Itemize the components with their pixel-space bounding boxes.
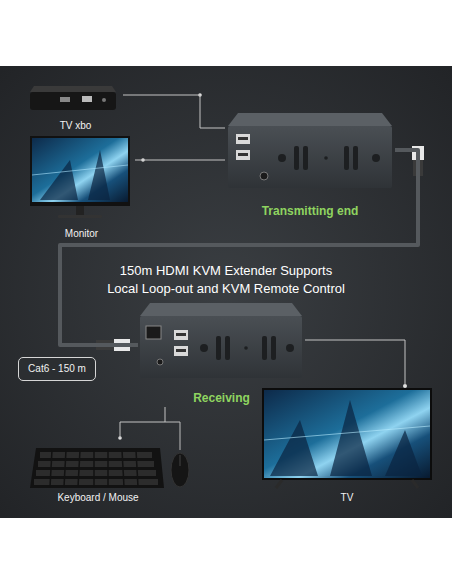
node-label: Receiving — [193, 391, 250, 407]
leader-line — [120, 407, 165, 438]
device-node: TV xbo — [28, 78, 123, 134]
leader-line — [165, 422, 180, 423]
device-node: Keyboard / Mouse — [28, 438, 168, 506]
leader-line — [180, 422, 181, 450]
device-node: Transmitting end — [225, 108, 395, 220]
leader-line — [305, 340, 405, 384]
device-node: Monitor — [28, 134, 135, 242]
background-panel — [0, 66, 452, 518]
network-cable — [60, 150, 418, 345]
node-label: TV — [341, 492, 354, 506]
tv-box-device — [30, 86, 116, 110]
leader-line — [135, 160, 225, 161]
receiver-device — [140, 303, 302, 378]
node-label: Transmitting end — [262, 204, 359, 220]
node-label: Monitor — [65, 228, 98, 242]
node-label: Keyboard / Mouse — [57, 492, 138, 506]
keyboard-illustration — [30, 448, 164, 488]
cable-tag: Cat6 - 150 m — [18, 357, 96, 381]
node-label: Cat6 - 150 m — [22, 363, 92, 375]
leader-line — [123, 95, 225, 128]
monitor-illustration — [30, 136, 130, 218]
node-label: TV xbo — [60, 120, 92, 134]
device-node: TV — [258, 384, 436, 506]
mouse-illustration — [171, 453, 189, 487]
transmitter-device — [228, 113, 392, 188]
tv-illustration — [262, 384, 432, 488]
device-node: Receiving — [138, 295, 305, 407]
heading: 150m HDMI KVM Extender Supports Local Lo… — [66, 262, 386, 298]
